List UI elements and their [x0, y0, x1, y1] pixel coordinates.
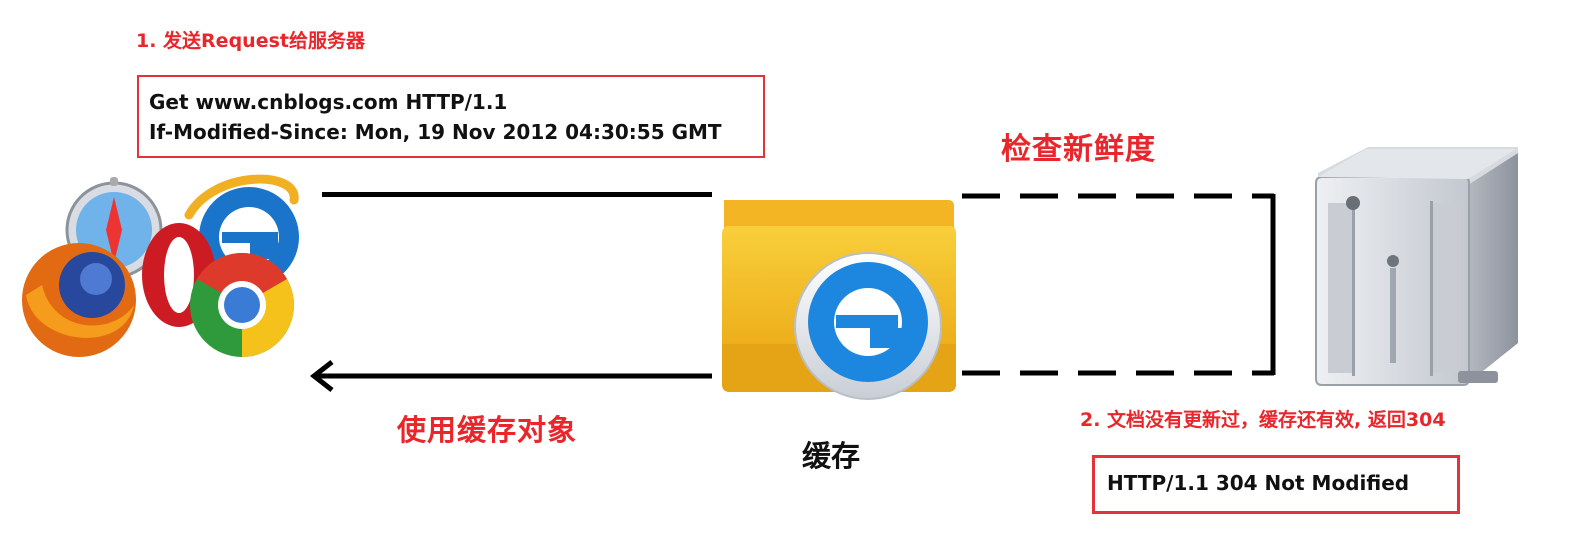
- cache-label: 缓存: [802, 439, 861, 473]
- ie-cache-folder-icon: [722, 200, 956, 400]
- return-arrow: [309, 360, 712, 392]
- request-box: Get www.cnblogs.com HTTP/1.1 If-Modified…: [137, 75, 765, 158]
- chrome-icon: [190, 253, 294, 357]
- browsers-icon: [22, 174, 299, 357]
- step2-label: 2. 文档没有更新过，缓存还有效, 返回304: [1080, 409, 1446, 431]
- request-line-2: If-Modified-Since: Mon, 19 Nov 2012 04:3…: [149, 120, 722, 144]
- check-freshness-label: 检查新鲜度: [1001, 132, 1156, 167]
- freshness-check-bracket: [962, 193, 1276, 376]
- response-box: HTTP/1.1 304 Not Modified: [1092, 455, 1460, 514]
- firefox-icon: [22, 243, 136, 357]
- server-icon: [1315, 147, 1518, 386]
- request-line-1: Get www.cnblogs.com HTTP/1.1: [149, 90, 508, 114]
- response-line: HTTP/1.1 304 Not Modified: [1107, 471, 1410, 495]
- use-cache-label: 使用缓存对象: [397, 413, 578, 447]
- step1-label: 1. 发送Request给服务器: [136, 30, 365, 52]
- request-arrow-line: [322, 192, 712, 197]
